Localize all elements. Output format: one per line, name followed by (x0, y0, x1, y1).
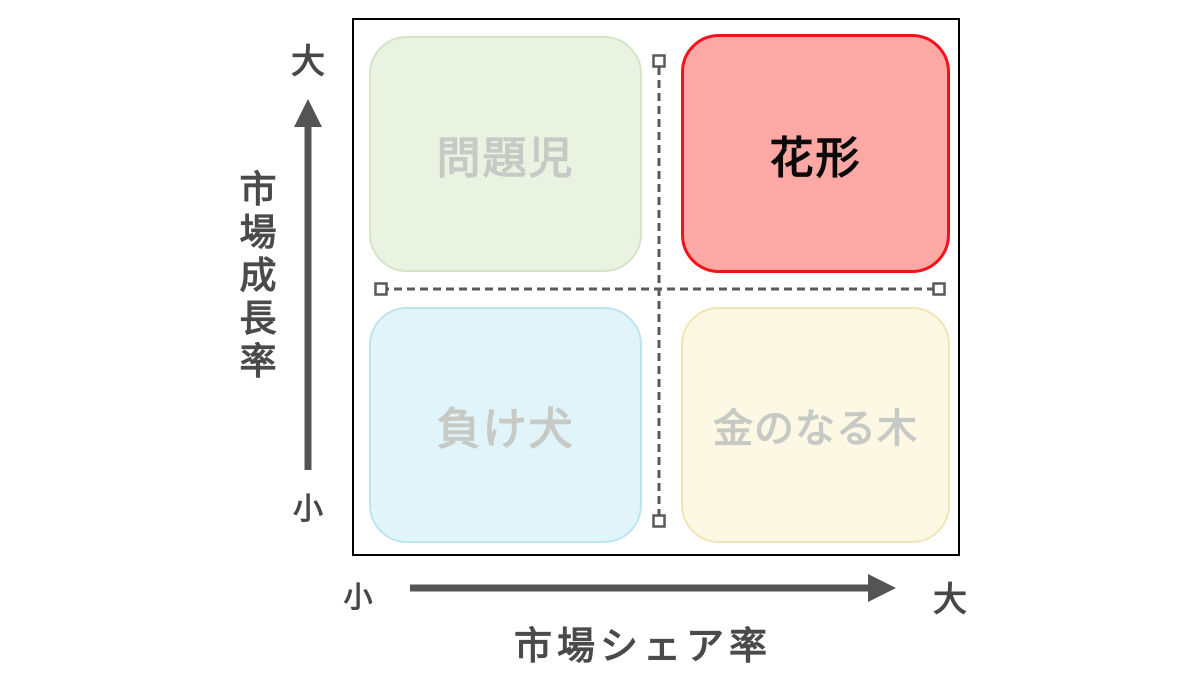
x-axis-min-label: 小 (343, 582, 373, 614)
matrix-plot-area: 問題児 花形 負け犬 金のなる木 (352, 18, 960, 556)
y-axis-arrowhead-icon (294, 99, 322, 127)
x-axis-arrowhead-icon (868, 574, 896, 602)
y-axis-max-label: 大 (291, 43, 325, 81)
x-axis-max-label: 大 (933, 581, 967, 619)
x-axis-arrow (410, 574, 896, 602)
quadrant-dog: 負け犬 (369, 307, 642, 543)
quadrant-question-mark-label: 問題児 (436, 134, 575, 183)
x-axis-title: 市場シェア率 (513, 626, 773, 668)
y-axis-title: 市場成長率 (239, 169, 277, 382)
y-axis-arrow (294, 99, 322, 470)
y-axis-min-label: 小 (293, 493, 323, 526)
quadrant-star-label: 花形 (769, 133, 862, 183)
quadrant-cash-cow: 金のなる木 (681, 307, 950, 543)
quadrant-dog-label: 負け犬 (436, 405, 575, 454)
quadrant-question-mark: 問題児 (369, 36, 642, 272)
quadrant-cash-cow-label: 金のなる木 (713, 407, 918, 451)
quadrant-star: 花形 (681, 34, 950, 273)
